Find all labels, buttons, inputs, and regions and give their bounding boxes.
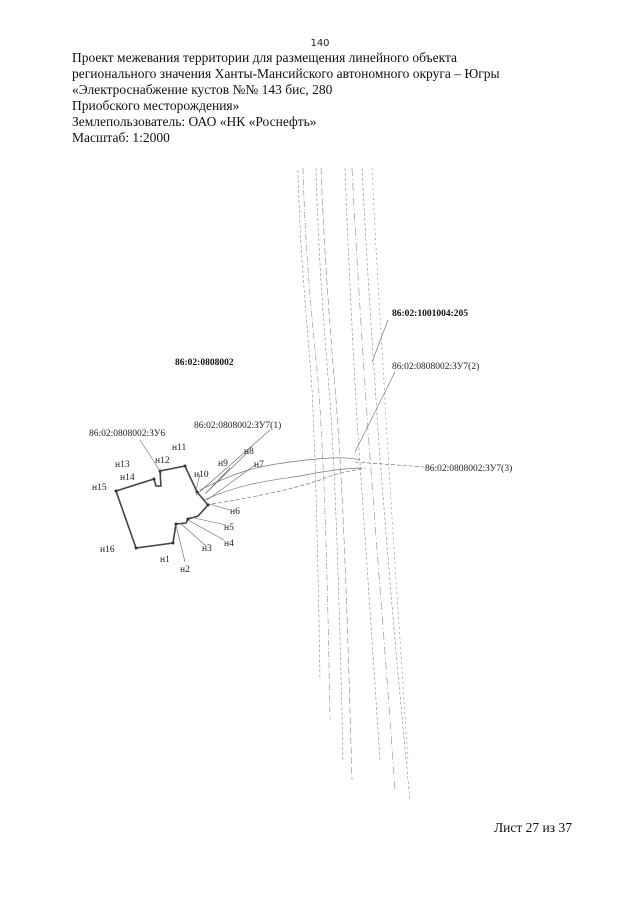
document-header: Проект межевания территории для размещен… bbox=[72, 50, 592, 146]
label-zu7-3: 86:02:0808002:ЗУ7(3) bbox=[425, 463, 512, 474]
point-label-n5: н5 bbox=[224, 523, 234, 533]
point-label-n14: н14 bbox=[120, 473, 135, 483]
header-line-5: Землепользователь: ОАО «НК «Роснефть» bbox=[72, 114, 317, 129]
point-label-n4: н4 bbox=[224, 539, 234, 549]
header-line-3: «Электроснабжение кустов №№ 143 бис, 280 bbox=[72, 82, 333, 97]
header-line-6: Масштаб: 1:2000 bbox=[72, 130, 170, 145]
point-label-n16: н16 bbox=[100, 545, 115, 555]
page-number: 140 bbox=[310, 38, 330, 49]
label-block-808002: 86:02:0808002 bbox=[175, 358, 234, 368]
point-label-n1: н1 bbox=[160, 555, 170, 565]
point-label-n11: н11 bbox=[172, 443, 186, 453]
point-label-n9: н9 bbox=[218, 459, 228, 469]
point-label-n8: н8 bbox=[244, 447, 254, 457]
point-label-n6: н6 bbox=[230, 507, 240, 517]
power-line-routes bbox=[199, 457, 366, 506]
point-label-n3: н3 bbox=[202, 544, 212, 554]
point-label-n15: н15 bbox=[92, 483, 107, 493]
point-label-n13: н13 bbox=[115, 460, 130, 470]
label-zu7-2: 86:02:0808002:ЗУ7(2) bbox=[392, 361, 479, 372]
point-label-n2: н2 bbox=[180, 565, 190, 575]
label-zu6: 86:02:0808002:ЗУ6 bbox=[89, 429, 165, 439]
header-line-1: Проект межевания территории для размещен… bbox=[72, 50, 458, 65]
point-label-n7: н7 bbox=[254, 460, 264, 470]
header-line-2: регионального значения Ханты-Мансийского… bbox=[72, 66, 500, 81]
road-corridor-lines bbox=[297, 167, 411, 801]
label-parcel-1001004-205: 86:02:1001004:205 bbox=[392, 309, 468, 319]
point-label-n10: н10 bbox=[194, 470, 209, 480]
boundary-vertices bbox=[114, 464, 210, 550]
leader-lines bbox=[139, 319, 426, 563]
sheet-number: Лист 27 из 37 bbox=[494, 820, 572, 835]
point-label-n12: н12 bbox=[155, 456, 170, 466]
header-line-4: Приобского месторождения» bbox=[72, 98, 240, 113]
label-zu7-1: 86:02:0808002:ЗУ7(1) bbox=[194, 420, 281, 431]
